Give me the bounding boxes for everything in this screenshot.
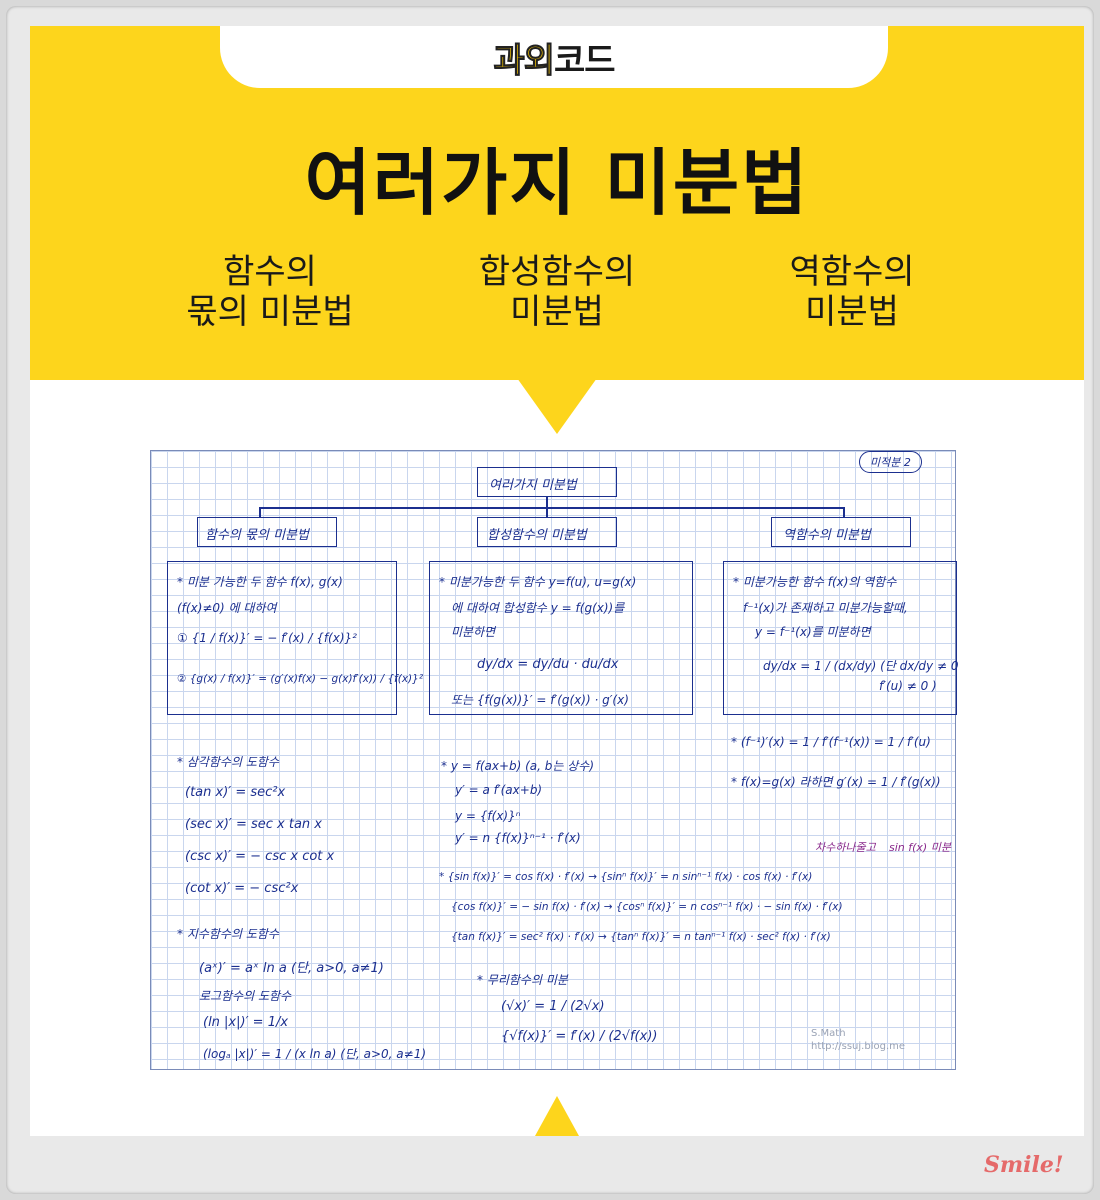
note-line: (csc x)′ = − csc x cot x — [185, 849, 335, 864]
header-composite: 합성함수의 미분법 — [487, 528, 587, 543]
note-line: (sec x)′ = sec x tan x — [185, 817, 323, 832]
note-tag: 미적분 2 — [859, 451, 922, 473]
page-frame: 과외코드 여러가지 미분법 함수의 몫의 미분법 합성함수의 미분법 역함수의 … — [6, 6, 1094, 1194]
note-line: y′ = a f′(ax+b) — [455, 783, 543, 797]
margin-note: sin f(x) 미분 — [889, 841, 951, 854]
tree-line — [259, 507, 843, 509]
content-box-inverse — [723, 561, 957, 715]
page-title: 여러가지 미분법 — [304, 141, 810, 225]
note-line: {cos f(x)}′ = − sin f(x) · f′(x) → {cosⁿ… — [451, 901, 843, 913]
topic-line: 미분법 — [805, 292, 899, 332]
topic-inverse: 역함수의 미분법 — [722, 252, 982, 332]
note-line: {tan f(x)}′ = sec² f(x) · f′(x) → {tanⁿ … — [451, 931, 831, 943]
tree-line — [546, 507, 548, 517]
topic-line: 역함수의 — [789, 252, 915, 292]
note-line: * y = f(ax+b) (a, b는 상수) — [441, 759, 595, 773]
note-line: dy/dx = dy/du · du/dx — [477, 657, 619, 672]
note-line: 로그함수의 도함수 — [199, 989, 292, 1003]
header-box-inverse — [771, 517, 911, 547]
tree-line — [259, 507, 261, 517]
brand-part-1: 과외 — [493, 40, 556, 81]
brand-tab: 과외코드 — [220, 26, 888, 88]
smile-logo: Smile! — [984, 1152, 1064, 1178]
note-line: y = f⁻¹(x)를 미분하면 — [755, 625, 871, 639]
root-box — [477, 467, 617, 497]
note-line: * f(x)=g(x) 라하면 g′(x) = 1 / f′(g(x)) — [731, 775, 941, 789]
topic-line: 몫의 미분법 — [186, 292, 354, 332]
note-line: (√x)′ = 1 / (2√x) — [501, 999, 605, 1014]
brand-logo[interactable]: 과외코드 — [493, 33, 616, 82]
content-box-composite — [429, 561, 693, 715]
note-heading: * 무리함수의 미분 — [477, 973, 568, 987]
note-line: 에 대하여 합성함수 y = f(g(x))를 — [451, 601, 625, 615]
note-line: (cot x)′ = − csc²x — [185, 881, 299, 896]
tree-line — [546, 497, 548, 507]
topic-composite: 합성함수의 미분법 — [427, 252, 687, 332]
note-heading: * 삼각함수의 도함수 — [177, 755, 279, 769]
note-line: f⁻¹(x)가 존재하고 미분가능할때, — [743, 601, 908, 615]
topic-line: 미분법 — [510, 292, 604, 332]
header-inverse: 역함수의 미분법 — [783, 528, 871, 543]
note-line: (ln |x|)′ = 1/x — [203, 1015, 289, 1030]
note-line: (f(x)≠0) 에 대하여 — [177, 601, 277, 615]
header-box-composite — [477, 517, 617, 547]
note-line: 미분하면 — [451, 625, 496, 639]
topic-list: 함수의 몫의 미분법 합성함수의 미분법 역함수의 미분법 — [30, 252, 1084, 362]
watermark-line: http://ssuj.blog.me — [811, 1041, 906, 1052]
header-box-quotient — [197, 517, 337, 547]
note-line: * 미분가능한 두 함수 y=f(u), u=g(x) — [439, 575, 637, 589]
note-line: (logₐ |x|)′ = 1 / (x ln a) (단, a>0, a≠1) — [203, 1047, 427, 1061]
note-line: * 미분가능한 함수 f(x)의 역함수 — [733, 575, 897, 589]
note-line: f′(u) ≠ 0 ) — [879, 679, 937, 693]
note-line: 또는 {f(g(x))}′ = f′(g(x)) · g′(x) — [451, 693, 629, 707]
topic-line: 함수의 — [223, 252, 317, 292]
root-label: 여러가지 미분법 — [489, 478, 577, 493]
handwritten-note: 미적분 2 여러가지 미분법 함수의 몫의 미분법 합성함수의 미분법 역함수의… — [150, 450, 959, 1070]
header-quotient: 함수의 몫의 미분법 — [205, 528, 309, 543]
topic-line: 합성함수의 — [478, 252, 636, 292]
brand-part-2: 코드 — [554, 40, 616, 81]
note-line: (aˣ)′ = aˣ ln a (단, a>0, a≠1) — [199, 961, 384, 976]
watermark: S.Math http://ssuj.blog.me — [811, 1027, 905, 1053]
note-heading: * 지수함수의 도함수 — [177, 927, 279, 941]
note-line: * {sin f(x)}′ = cos f(x) · f′(x) → {sinⁿ… — [439, 871, 813, 883]
note-line: y = {f(x)}ⁿ — [455, 809, 521, 823]
note-line: (tan x)′ = sec²x — [185, 785, 286, 800]
note-line: dy/dx = 1 / (dx/dy) (단 dx/dy ≠ 0 — [763, 659, 959, 673]
watermark-line: S.Math — [811, 1028, 846, 1039]
hero-banner: 과외코드 여러가지 미분법 함수의 몫의 미분법 합성함수의 미분법 역함수의 … — [30, 26, 1084, 380]
pointer-arrow-down — [517, 378, 597, 434]
note-line: y′ = n {f(x)}ⁿ⁻¹ · f′(x) — [455, 831, 581, 845]
pointer-arrow-up — [535, 1096, 579, 1136]
content-card: 과외코드 여러가지 미분법 함수의 몫의 미분법 합성함수의 미분법 역함수의 … — [30, 26, 1084, 1136]
note-line: ① {1 / f(x)}′ = − f′(x) / {f(x)}² — [177, 631, 357, 645]
note-line: * (f⁻¹)′(x) = 1 / f′(f⁻¹(x)) = 1 / f′(u) — [731, 735, 931, 749]
note-line: * 미분 가능한 두 함수 f(x), g(x) — [177, 575, 343, 589]
note-line: ② {g(x) / f(x)}′ = (g′(x)f(x) − g(x)f′(x… — [177, 673, 424, 685]
topic-quotient: 함수의 몫의 미분법 — [140, 252, 400, 332]
margin-note: 차수하나줄고 — [815, 841, 876, 854]
tree-line — [843, 507, 845, 517]
content-box-quotient — [167, 561, 397, 715]
note-line: {√f(x)}′ = f′(x) / (2√f(x)) — [501, 1029, 658, 1044]
